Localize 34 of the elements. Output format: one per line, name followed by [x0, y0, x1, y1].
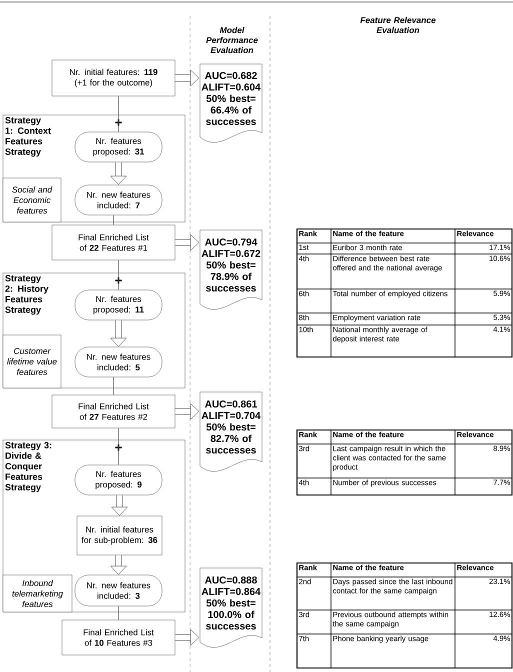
column-heading: Feature Relevance Evaluation	[360, 16, 436, 34]
connector-line	[118, 428, 119, 466]
connector-line	[118, 96, 119, 132]
connector-line	[118, 260, 119, 290]
category-box: Customer lifetime value features	[2, 334, 62, 388]
block-arrow	[110, 320, 127, 347]
block-arrow	[175, 629, 200, 646]
block-arrow	[175, 234, 200, 251]
rounded-box: Nr. features proposed: 31	[74, 132, 162, 162]
result-document: AUC=0.794 ALIFT=0.672 50% best= 78.9% of successes	[200, 230, 262, 310]
process-box: Final Enriched List of 10 Features #3	[62, 620, 176, 656]
process-box: Nr. initial features for sub-problem: 36	[76, 516, 162, 556]
category-box: Inbound telemarketing features	[2, 574, 72, 612]
block-arrow	[175, 403, 200, 420]
rounded-box: Nr. features proposed: 9	[74, 464, 162, 496]
block-arrow	[110, 555, 127, 575]
result-document: AUC=0.888 ALIFT=0.864 50% best= 100.0% of successes	[200, 568, 262, 648]
block-arrow	[111, 495, 128, 516]
rounded-box: Nr. new features included: 5	[74, 346, 162, 378]
rounded-box: Nr. new features included: 7	[74, 184, 162, 216]
category-box: Social and Economic features	[2, 178, 62, 222]
connector-line	[113, 376, 114, 396]
block-arrow	[110, 162, 127, 185]
column-heading: Model Performance Evaluation	[206, 26, 258, 54]
process-box: Nr. initial features: 119 (+1 for the outcome)	[52, 60, 176, 96]
result-document: AUC=0.861 ALIFT=0.704 50% best= 82.7% of successes	[200, 392, 262, 472]
connector-line	[113, 214, 114, 226]
rounded-box: Nr. features proposed: 11	[74, 290, 162, 320]
connector-line	[118, 606, 119, 620]
result-document: AUC=0.682 ALIFT=0.604 50% best= 66.4% of successes	[200, 64, 262, 142]
process-box: Final Enriched List of 27 Features #2	[52, 394, 176, 428]
process-box: Final Enriched List of 22 Features #1	[52, 224, 176, 260]
block-arrow	[175, 70, 200, 86]
rounded-box: Nr. new features included: 3	[74, 574, 162, 606]
